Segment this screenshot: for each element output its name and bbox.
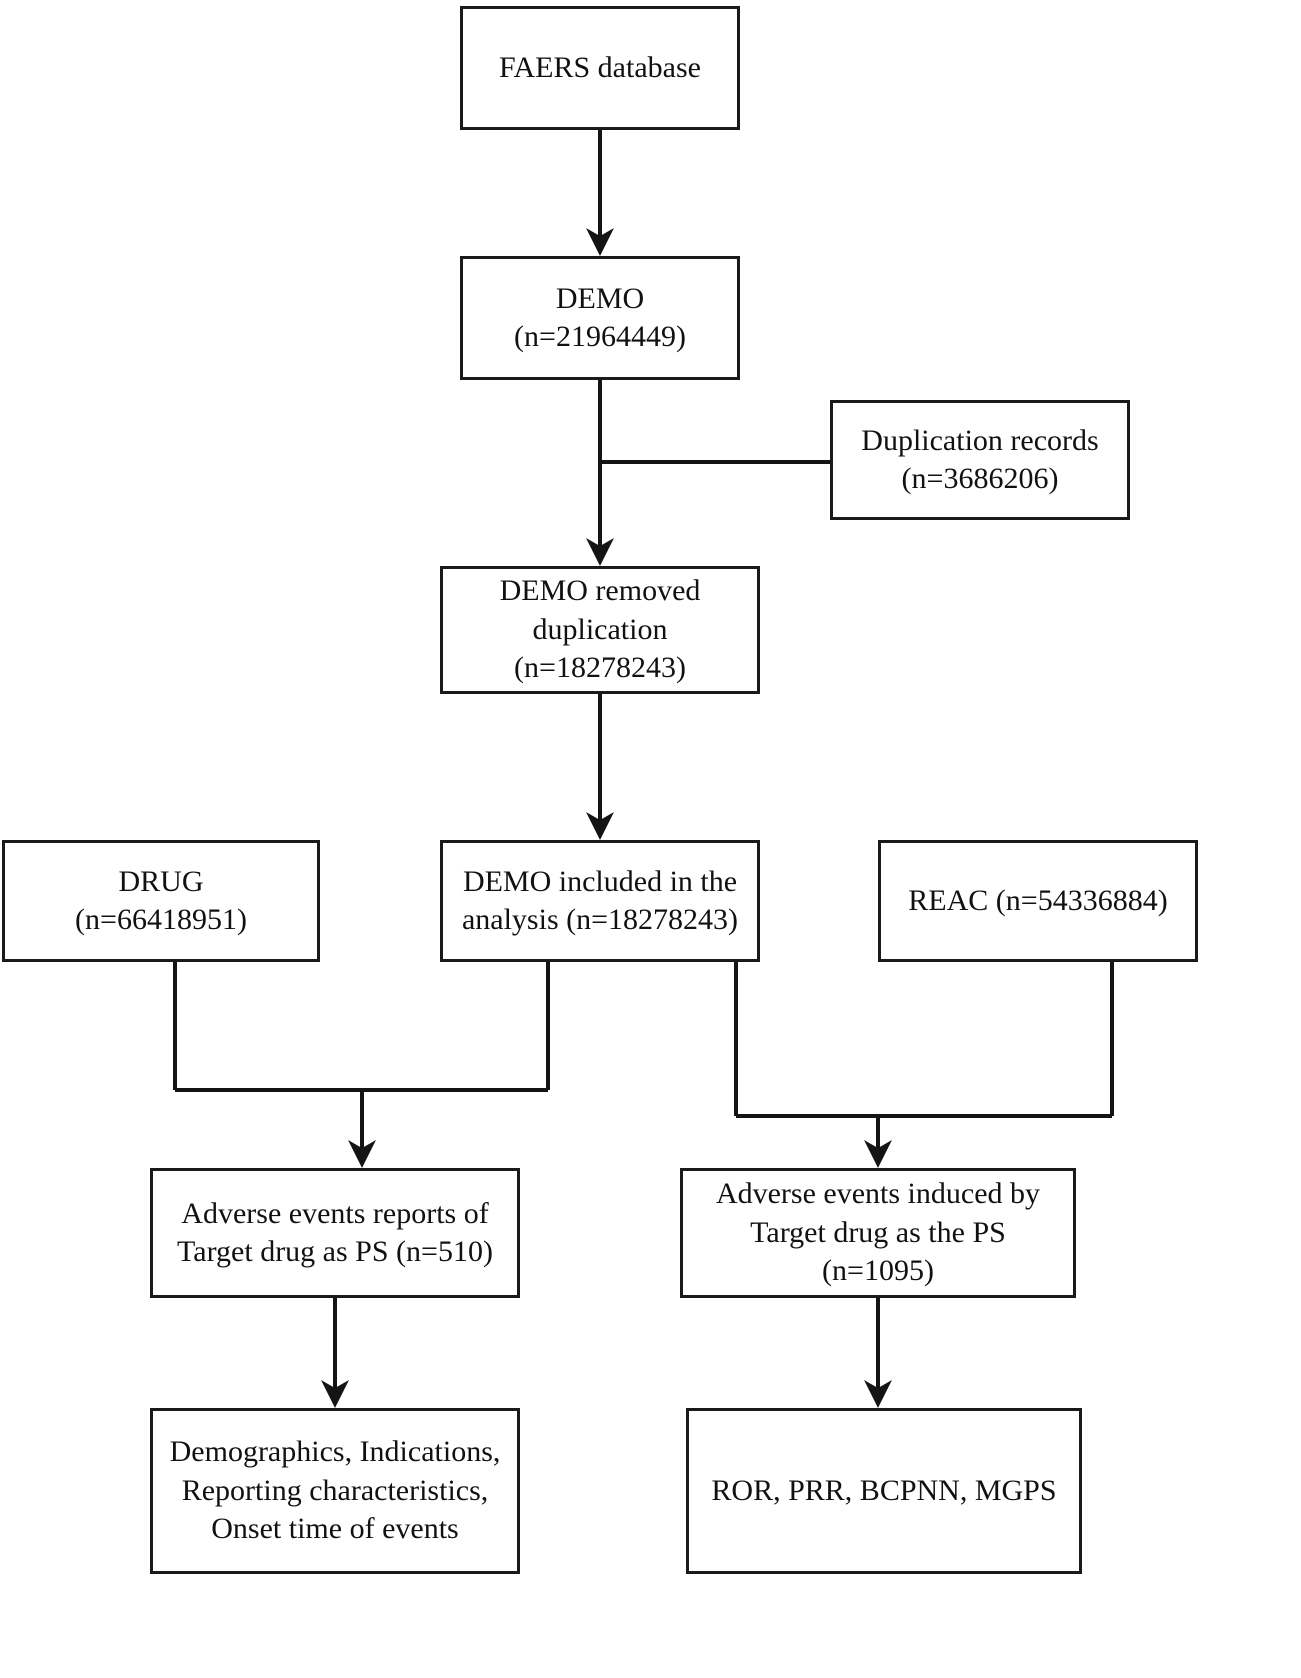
node-disproportionality-methods-label: ROR, PRR, BCPNN, MGPS (711, 1473, 1057, 1507)
node-faers-database-label: FAERS database (499, 50, 701, 84)
node-adverse-events-induced-label: Adverse events induced by Target drug as… (715, 1177, 1041, 1288)
node-drug-label: DRUG (n=66418951) (75, 864, 247, 936)
node-demo-removed-duplication: DEMO removed duplication (n=18278243) (440, 566, 760, 694)
node-demo: DEMO (n=21964449) (460, 256, 740, 380)
edge-drug-demo-to-ae-reports (173, 962, 550, 1168)
node-demo-included-label: DEMO included in the analysis (n=1827824… (461, 864, 739, 936)
node-reac: REAC (n=54336884) (878, 840, 1198, 962)
edge-faers-to-demo (586, 130, 614, 256)
node-demographics-indications-label: Demographics, Indications, Reporting cha… (169, 1435, 501, 1546)
node-disproportionality-methods: ROR, PRR, BCPNN, MGPS (686, 1408, 1082, 1574)
node-demographics-indications: Demographics, Indications, Reporting cha… (150, 1408, 520, 1574)
node-adverse-events-reports-label: Adverse events reports of Target drug as… (177, 1196, 493, 1268)
edge-ae-reports-to-demographics (321, 1298, 349, 1408)
node-demo-included: DEMO included in the analysis (n=1827824… (440, 840, 760, 962)
node-demo-label: DEMO (n=21964449) (514, 281, 686, 353)
node-duplication-records: Duplication records (n=3686206) (830, 400, 1130, 520)
edge-demo-reac-to-ae-induced (734, 962, 1114, 1168)
node-faers-database: FAERS database (460, 6, 740, 130)
edge-demo-to-demo-removed (586, 462, 614, 566)
node-adverse-events-reports: Adverse events reports of Target drug as… (150, 1168, 520, 1298)
node-reac-label: REAC (n=54336884) (908, 883, 1168, 917)
node-drug: DRUG (n=66418951) (2, 840, 320, 962)
edge-demo-removed-to-demo-included (586, 694, 614, 840)
node-adverse-events-induced: Adverse events induced by Target drug as… (680, 1168, 1076, 1298)
edge-ae-induced-to-disproportionality (864, 1298, 892, 1408)
node-duplication-records-label: Duplication records (n=3686206) (861, 423, 1099, 495)
node-demo-removed-duplication-label: DEMO removed duplication (n=18278243) (499, 574, 701, 685)
edge-demo-to-duplication (598, 380, 830, 464)
